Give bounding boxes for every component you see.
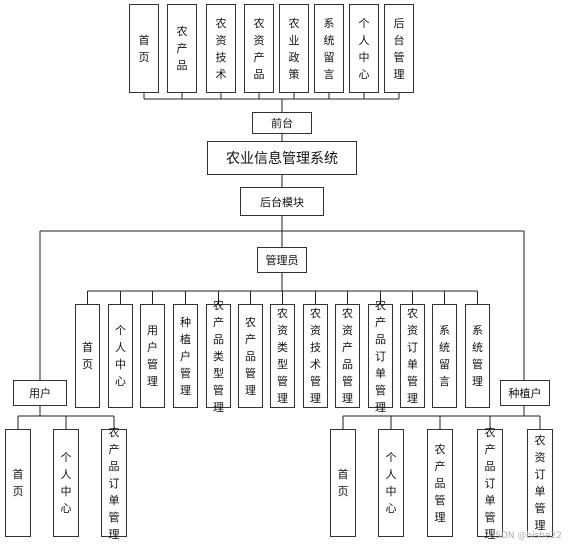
admin-module-6: 农资类型管理 (270, 304, 295, 408)
node-label: 首页 (12, 468, 24, 498)
grower-module-4: 农资订单管理 (527, 429, 553, 537)
admin-module-10: 农资订单管理 (400, 304, 425, 408)
node-grower: 种植户 (500, 380, 550, 406)
node-label: 首页 (337, 468, 349, 498)
node-label: 农资产品管理 (342, 307, 353, 405)
node-label: 农资订单管理 (407, 307, 418, 405)
user-module-0: 首页 (5, 429, 31, 537)
admin-module-1: 个人中心 (108, 304, 133, 408)
frontend-module-2: 农资技术 (206, 4, 236, 93)
node-label: 用户管理 (147, 324, 158, 388)
admin-module-0: 首页 (75, 304, 100, 408)
node-label: 农资类型管理 (277, 307, 288, 405)
node-label: 个人中心 (60, 451, 72, 515)
node-backend: 后台模块 (240, 187, 324, 216)
node-label: 农业政策 (288, 16, 300, 81)
frontend-module-4: 农业政策 (279, 4, 309, 93)
node-system-title: 农业信息管理系统 (207, 141, 357, 175)
admin-module-4: 农产品类型管理 (206, 299, 231, 414)
node-label: 农产品管理 (434, 442, 446, 524)
node-label: 农资技术 (215, 16, 227, 81)
node-label: 农资产品 (253, 16, 265, 81)
grower-module-0: 首页 (330, 429, 356, 537)
node-label: 农产品订单管理 (108, 425, 120, 541)
node-admin: 管理员 (257, 247, 307, 273)
frontend-module-7: 后台管理 (384, 4, 414, 93)
node-label: 农资技术管理 (310, 307, 321, 405)
node-label: 系统管理 (472, 324, 483, 388)
frontend-module-5: 系统留言 (314, 4, 344, 93)
node-label: 个人中心 (115, 324, 126, 388)
admin-module-7: 农资技术管理 (303, 304, 328, 408)
node-label: 农产品 (176, 25, 188, 72)
grower-module-3: 农产品订单管理 (477, 426, 503, 541)
user-module-2: 农产品订单管理 (101, 426, 127, 541)
admin-module-2: 用户管理 (140, 304, 165, 408)
frontend-module-6: 个人中心 (349, 4, 379, 93)
node-label: 农产品类型管理 (213, 298, 224, 414)
node-label: 首页 (82, 341, 93, 371)
admin-module-11: 系统留言 (432, 304, 457, 408)
node-label: 种植户管理 (180, 315, 191, 397)
frontend-module-3: 农资产品 (244, 4, 274, 93)
admin-module-5: 农产品管理 (238, 304, 263, 408)
node-label: 个人中心 (358, 16, 370, 81)
node-label: 系统留言 (323, 16, 335, 81)
node-label: 后台管理 (393, 16, 405, 81)
node-user: 用户 (13, 380, 67, 406)
node-label: 农产品订单管理 (375, 298, 386, 414)
node-frontend: 前台 (252, 112, 312, 134)
node-label: 农产品订单管理 (484, 425, 496, 541)
admin-module-9: 农产品订单管理 (368, 299, 393, 414)
node-label: 个人中心 (385, 451, 397, 515)
node-label: 首页 (138, 33, 150, 64)
frontend-module-0: 首页 (129, 4, 159, 93)
grower-module-2: 农产品管理 (427, 429, 453, 537)
grower-module-1: 个人中心 (378, 429, 404, 537)
node-label: 农资订单管理 (534, 434, 546, 532)
admin-module-8: 农资产品管理 (335, 304, 360, 408)
admin-module-3: 种植户管理 (173, 304, 198, 408)
node-label: 系统留言 (439, 324, 450, 388)
watermark: CSDN @bishe22 (488, 531, 562, 541)
admin-module-12: 系统管理 (465, 304, 490, 408)
user-module-1: 个人中心 (53, 429, 79, 537)
node-label: 农产品管理 (245, 315, 256, 397)
frontend-module-1: 农产品 (167, 4, 197, 93)
